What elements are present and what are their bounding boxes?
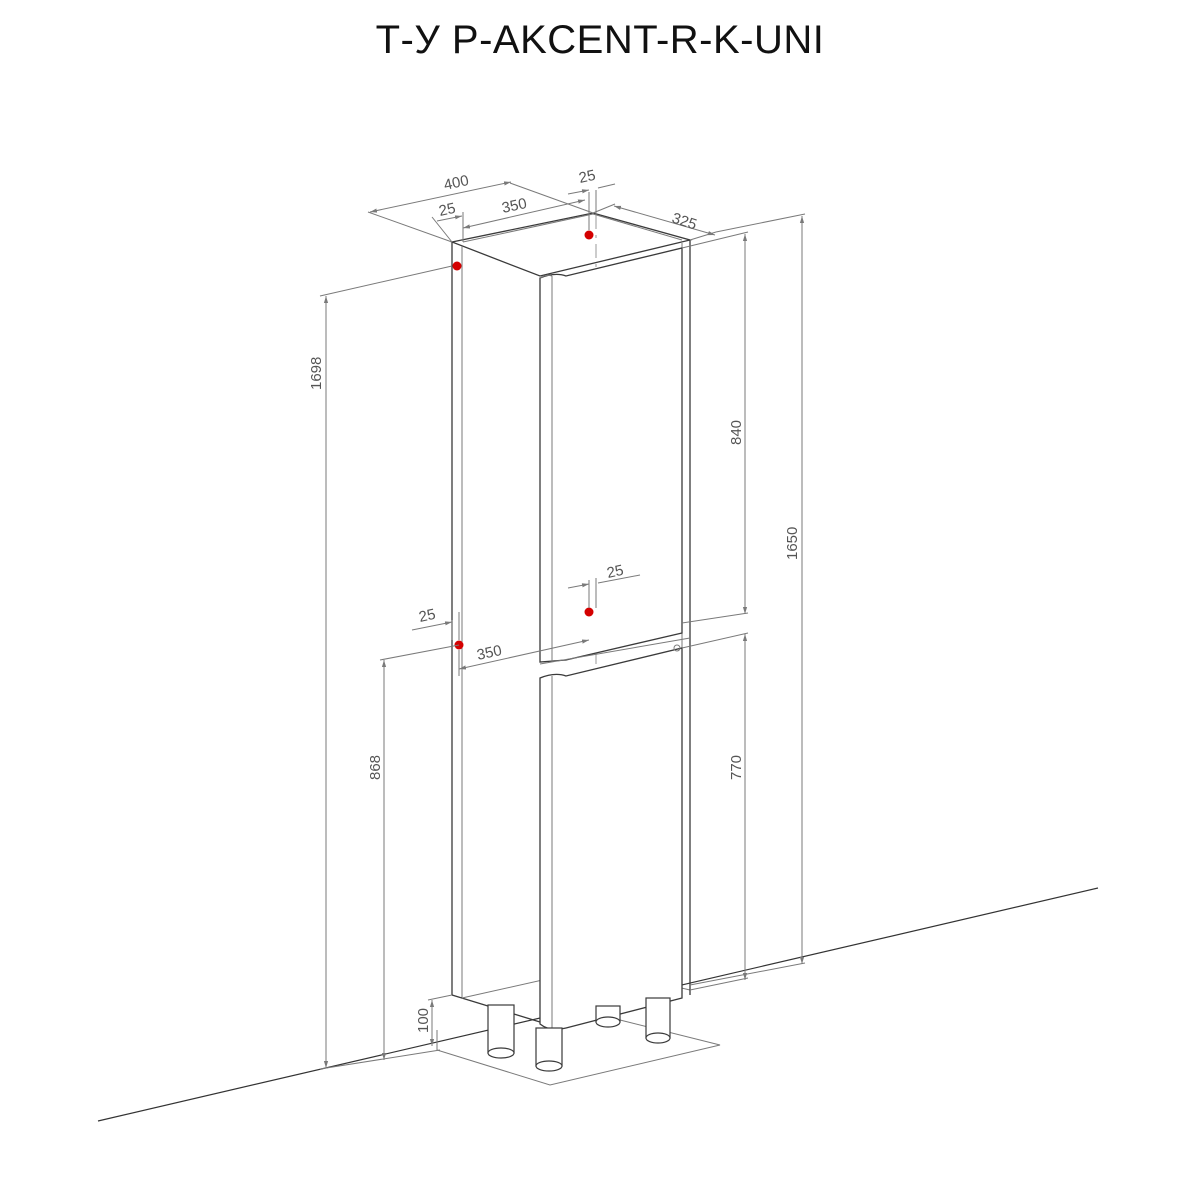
dim-top-right-side: 25 [577,167,597,187]
dim-mid-height: 868 [367,755,384,780]
dim-top-inner: 350 [500,195,528,217]
lower-door[interactable] [539,647,683,1030]
dim-mid-inner: 350 [475,642,503,664]
dim-top-width: 400 [442,172,470,194]
dim-cabinet-height: 1650 [784,527,801,560]
cabinet-legs [487,997,671,1072]
dim-lower-door: 770 [728,755,745,780]
mount-point-top-right [584,230,594,240]
dimension-lines [319,181,806,1070]
dim-mid-right-side: 25 [605,562,625,582]
dimension-labels: 400 25 350 25 325 1698 840 1650 25 25 35… [308,167,801,1033]
dim-legs-height: 100 [415,1008,432,1033]
mount-point-mid-right [584,607,594,617]
dim-mid-left-side: 25 [417,606,437,626]
dim-total-height: 1698 [308,357,325,390]
dim-depth: 325 [670,210,699,234]
upper-door[interactable] [539,247,683,663]
page-title: Т-У P-AKCENT-R-K-UNI [375,18,825,62]
mount-point-top-left [452,261,462,271]
floor-footprint [436,1019,721,1086]
dim-upper-door: 840 [728,420,745,445]
dim-top-left-side: 25 [437,200,457,220]
